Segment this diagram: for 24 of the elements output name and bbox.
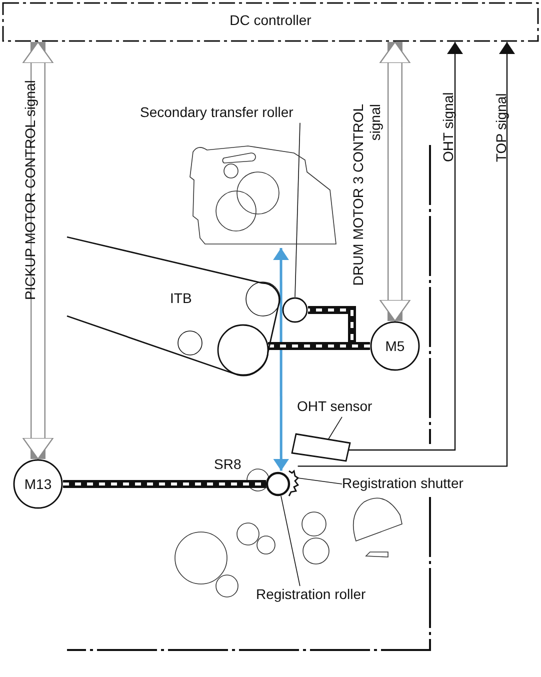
- drive-train: [308, 306, 370, 350]
- controller-label: DC controller: [228, 12, 312, 28]
- signal-label: OHT signal: [440, 91, 457, 162]
- leader-line: [328, 416, 342, 440]
- belt-label: ITB: [170, 290, 192, 306]
- signal-label: DRUM MOTOR 3 CONTROL signal: [350, 104, 384, 288]
- arrow: [298, 42, 515, 467]
- motor-label: M5: [384, 338, 406, 354]
- leader-line: [280, 496, 300, 586]
- motor-label: M13: [23, 476, 53, 492]
- signal-label: PICKUP MOTOR CONTROL signal: [22, 79, 39, 300]
- part-label: Secondary transfer roller: [140, 104, 340, 122]
- double-arrow: [273, 248, 290, 471]
- sensor-label: SR8: [214, 456, 242, 472]
- arrow: [348, 42, 464, 451]
- double-arrow: [22, 41, 54, 460]
- leader-line: [294, 122, 300, 298]
- double-arrow: [379, 41, 411, 322]
- leader-line: [298, 478, 342, 484]
- signal-label: TOP signal: [493, 92, 510, 162]
- part-label: OHT sensor: [297, 398, 387, 416]
- drive-train: [63, 480, 266, 488]
- part-label: Registration roller: [256, 586, 401, 604]
- part-label: Registration shutter: [342, 475, 502, 493]
